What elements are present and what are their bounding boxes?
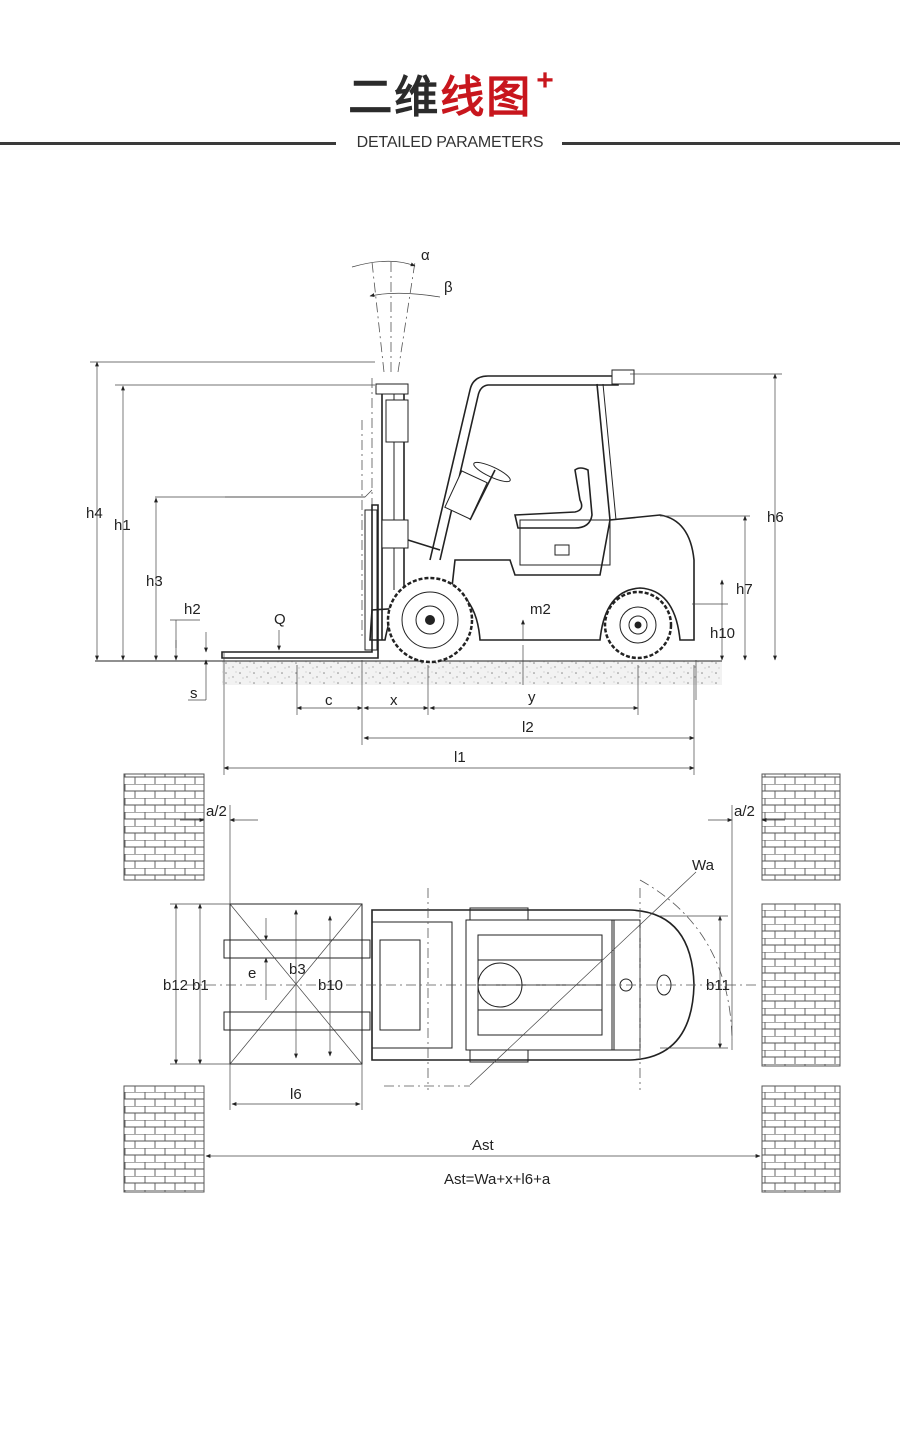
header: 二维线图+ DETAILED PARAMETERS: [0, 0, 900, 170]
length-dimensions: [223, 652, 695, 775]
front-wheel: [386, 576, 474, 664]
y-label: y: [528, 689, 536, 706]
x-label: x: [390, 692, 398, 709]
page-subtitle: DETAILED PARAMETERS: [356, 134, 544, 151]
turning-arc: [639, 879, 733, 1041]
wall-bottom-right: [761, 1085, 841, 1193]
page-title: 二维线图+: [0, 64, 900, 133]
b3-label: b3: [289, 961, 306, 978]
beta-label: β: [444, 279, 453, 296]
l2-label: l2: [522, 719, 534, 736]
m2-label: m2: [530, 601, 551, 618]
tilt-angle-indicator: [351, 260, 441, 373]
a2-right-label: a/2: [734, 803, 755, 820]
divider-left: [0, 142, 336, 145]
b12-label: b12: [163, 977, 188, 994]
b1-label: b1: [192, 977, 209, 994]
raised-fork-outlines: [115, 378, 375, 640]
rear-wheel: [603, 590, 673, 660]
mast: [221, 383, 441, 659]
l1-label: l1: [454, 749, 466, 766]
h10-label: h10: [710, 625, 735, 642]
title-part-2: 线图: [440, 73, 533, 122]
wall-top-left: [123, 773, 205, 881]
c-label: c: [325, 692, 333, 709]
e-label: e: [248, 965, 256, 982]
h3-label: h3: [146, 573, 163, 590]
divider-right: [562, 142, 900, 145]
l6-label: l6: [290, 1086, 302, 1103]
wall-bottom-left: [123, 1085, 205, 1193]
truck-body: [369, 461, 695, 641]
h4-label: h4: [86, 505, 103, 522]
b11-label: b11: [706, 977, 730, 994]
title-part-1: 二维: [348, 73, 441, 122]
width-dimensions: [170, 903, 728, 1065]
height-dimensions: [90, 361, 782, 701]
alpha-label: α: [421, 247, 430, 264]
s-label: s: [190, 685, 198, 702]
a2-left-label: a/2: [206, 803, 227, 820]
plus-icon: +: [536, 64, 556, 97]
h7-label: h7: [736, 581, 753, 598]
ast-label: Ast: [472, 1137, 495, 1154]
overhead-guard: [429, 369, 635, 561]
b10-label: b10: [318, 977, 343, 994]
ast-formula: Ast=Wa+x+l6+a: [444, 1171, 551, 1188]
h1-label: h1: [114, 517, 131, 534]
side-view: α β: [86, 247, 784, 775]
ground-hatch: [222, 661, 722, 685]
wall-mid-right: [761, 903, 841, 1067]
wall-top-right: [761, 773, 841, 881]
pallet-outline: [223, 903, 371, 1065]
q-label: Q: [274, 611, 286, 628]
h6-label: h6: [767, 509, 784, 526]
top-view: a/2 a/2: [123, 773, 841, 1193]
wa-label: Wa: [692, 857, 715, 874]
h2-label: h2: [184, 601, 201, 618]
